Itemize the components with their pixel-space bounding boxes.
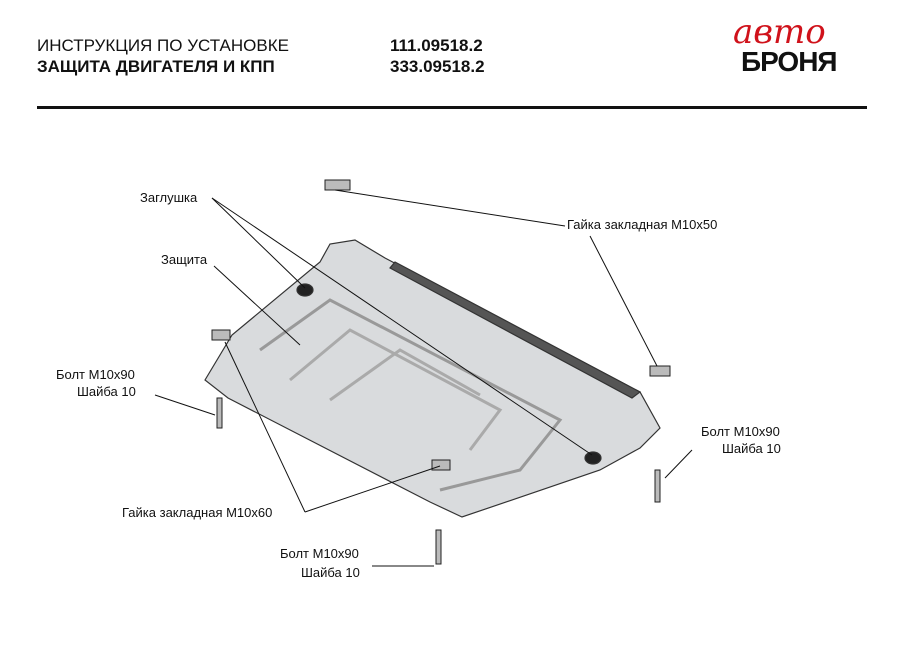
label-washer-left: Шайба 10 [77,384,136,399]
fasteners [211,179,671,565]
label-bolt-left: Болт М10х90 [56,367,135,382]
bolt-bottom [435,529,442,565]
header-divider [37,106,867,109]
bolt-left [216,397,223,429]
doc-title: ИНСТРУКЦИЯ ПО УСТАНОВКЕ [37,36,289,55]
label-bolt-right: Болт М10х90 [701,424,780,439]
nut-m10x50-right [649,365,671,377]
label-bolt-bottom: Болт М10х90 [280,546,359,561]
skid-plate [204,239,661,518]
label-nut-m10x60: Гайка закладная М10х60 [122,505,273,520]
part-code-2: 333.09518.2 [390,57,485,76]
label-nut-m10x50: Гайка закладная М10х50 [567,217,718,232]
leader-lines [154,189,693,567]
nut-m10x60-bottom [431,459,451,471]
label-guard: Защита [161,252,208,267]
nut-m10x50-top [324,179,351,191]
label-washer-right: Шайба 10 [722,441,781,456]
logo-avto: авто [733,12,826,52]
logo-bronya: БРОНЯ [741,46,838,77]
bolt-right [654,469,661,503]
label-plug: Заглушка [140,190,198,205]
plug-right [584,451,602,465]
part-code-1: 111.09518.2 [390,36,483,55]
label-washer-bottom: Шайба 10 [301,565,360,580]
doc-subtitle: ЗАЩИТА ДВИГАТЕЛЯ И КПП [37,57,275,76]
nut-m10x60-left [211,329,231,341]
plug-left [296,283,314,297]
